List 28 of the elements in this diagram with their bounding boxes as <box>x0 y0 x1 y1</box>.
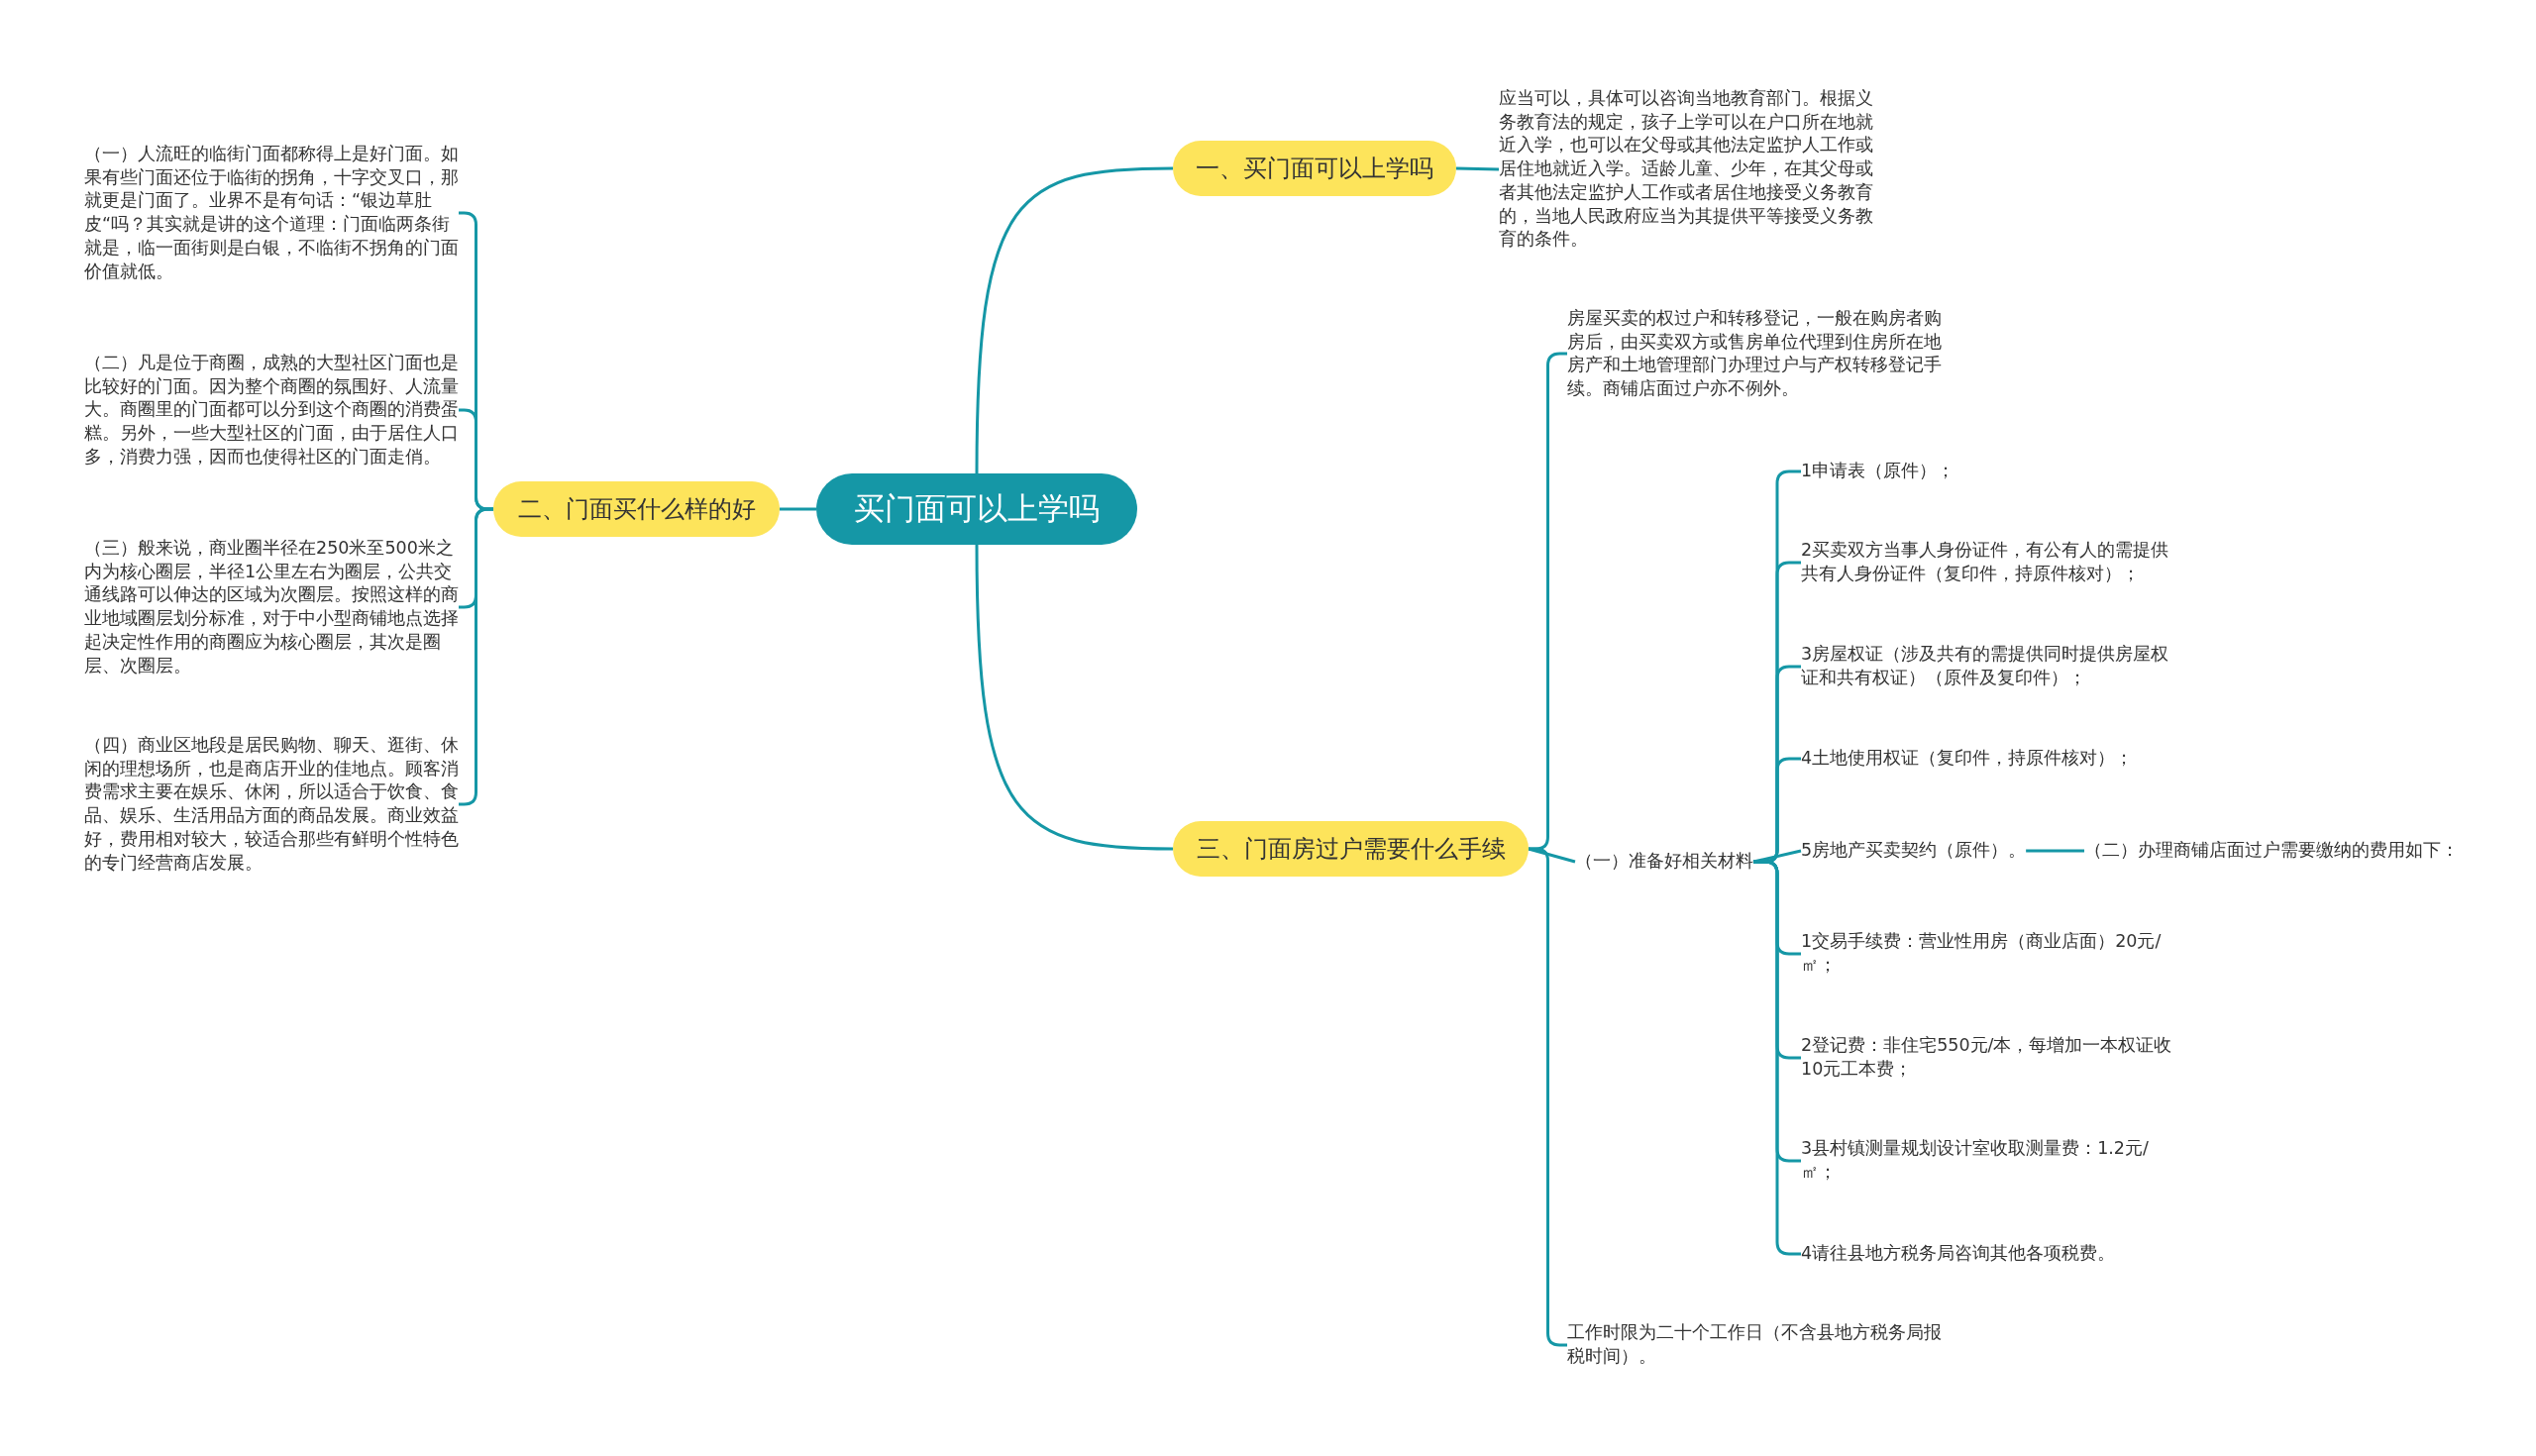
topic-pill: 二、门面买什么样的好 <box>493 481 780 537</box>
list-item: 3房屋权证（涉及共有的需提供同时提供房屋权证和共有权证）（原件及复印件）； <box>1801 643 2175 690</box>
list-item: 2登记费：非住宅550元/本，每增加一本权证收10元工本费； <box>1801 1034 2175 1082</box>
paragraph: 工作时限为二十个工作日（不含县地方税务局报税时间）。 <box>1567 1321 1942 1369</box>
central-topic: 买门面可以上学吗 <box>816 473 1137 545</box>
connector <box>1752 849 1802 864</box>
connector <box>975 545 1174 851</box>
list-item: 1交易手续费：营业性用房（商业店面）20元/㎡； <box>1801 930 2175 978</box>
connector <box>975 166 1174 473</box>
paragraph: （四）商业区地段是居民购物、聊天、逛街、休闲的理想场所，也是商店开业的佳地点。顾客消费需求主要在娱乐、休闲，所以适合于饮食、食品、娱乐、生活用品方面的商品发展。商业效益好，费用相对较大，较适合那些有鲜明个性特色的专门经营商店发展。 <box>84 733 459 876</box>
list-item: 2买卖双方当事人身份证件，有公有人的需提供共有人身份证件（复印件，持原件核对）； <box>1801 539 2175 586</box>
connector <box>780 507 816 511</box>
list-item: 3县村镇测量规划设计室收取测量费：1.2元/㎡； <box>1801 1137 2175 1185</box>
list-item: （二）办理商铺店面过户需要缴纳的费用如下： <box>2084 839 2461 863</box>
list-item: 4请往县地方税务局咨询其他各项税费。 <box>1801 1242 2116 1266</box>
list-item: 1申请表（原件）； <box>1801 460 1955 483</box>
topic-pill: 一、买门面可以上学吗 <box>1173 141 1456 196</box>
paragraph: 房屋买卖的权过户和转移登记，一般在购房者购房后，由买卖双方或售房单位代理到住房所在地房产和土地管理部门办理过户与产权转移登记手续。商铺店面过户亦不例外。 <box>1567 306 1942 401</box>
list-item: 4土地使用权证（复印件，持原件核对）； <box>1801 747 2134 771</box>
paragraph: （一）人流旺的临街门面都称得上是好门面。如果有些门面还位于临街的拐角，十字交叉口，那就更是门面了。业界不是有句话：“银边草肚皮“吗？其实就是讲的这个道理：门面临两条街就是，临一面街则是白银，不临街不拐角的门面价值就低。 <box>84 142 459 284</box>
connector <box>2026 849 2084 853</box>
subtopic-text: （一）准备好相关材料 <box>1575 850 1753 874</box>
connector <box>1455 166 1500 171</box>
topic-pill: 三、门面房过户需要什么手续 <box>1173 821 1529 877</box>
list-item: 5房地产买卖契约（原件）。 <box>1801 839 2027 863</box>
paragraph: （三）般来说，商业圈半径在250米至500米之内为核心圈层，半径1公里左右为圈层，公共交通线路可以伸达的区域为次圈层。按照这样的商业地域圈层划分标准，对于中小型商铺地点选择起决定性作用的商圈应为核心圈层，其次是圈层、次圈层。 <box>84 536 459 678</box>
paragraph: 应当可以，具体可以咨询当地教育部门。根据义务教育法的规定，孩子上学可以在户口所在地就近入学，也可以在父母或其他法定监护人工作或居住地就近入学。适龄儿童、少年，在其父母或者其他法定监护人工作或者居住地接受义务教育的，当地人民政府应当为其提供平等接受义务教育的条件。 <box>1499 87 1873 252</box>
paragraph: （二）凡是位于商圈，成熟的大型社区门面也是比较好的门面。因为整个商圈的氛围好、人流量大。商圈里的门面都可以分到这个商圈的消费蛋糕。另外，一些大型社区的门面，由于居住人口多，消费力强，因而也使得社区的门面走俏。 <box>84 351 459 469</box>
